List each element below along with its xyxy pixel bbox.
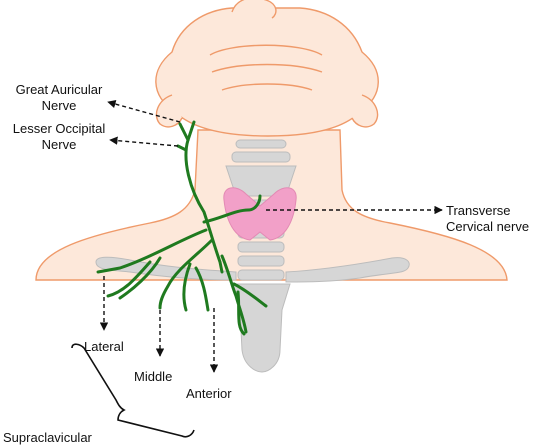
label-great-auricular-nerve: Great Auricular Nerve <box>15 82 103 113</box>
face-contours <box>209 44 323 91</box>
clavicles-sternum <box>95 256 410 373</box>
label-transverse-cervical-nerve: Transverse Cervical nerve <box>446 203 530 234</box>
head-outline <box>155 7 379 137</box>
label-middle: Middle <box>134 369 173 384</box>
left-ear <box>155 94 183 128</box>
label-lateral: Lateral <box>84 339 124 354</box>
thyroid-gland <box>223 187 297 241</box>
right-ear <box>351 94 379 128</box>
anterior-branches <box>220 254 268 336</box>
great-auricular-branch <box>178 122 190 142</box>
main-nerve-trunk <box>184 120 224 274</box>
label-arrows <box>99 99 443 373</box>
arrow-lesser-occipital <box>109 136 179 147</box>
label-anterior: Anterior <box>186 386 232 401</box>
middle-branches <box>158 238 214 312</box>
arrow-great-auricular <box>107 99 181 123</box>
supraclavicular-bracket <box>71 343 195 438</box>
label-supraclavicular: Supraclavicular <box>3 430 92 445</box>
nose <box>231 0 277 19</box>
label-lesser-occipital-nerve: Lesser Occipital Nerve <box>12 121 106 152</box>
sternum <box>231 283 291 373</box>
cervical-plexus-nerves <box>96 120 268 336</box>
lateral-branches <box>96 228 208 300</box>
right-clavicle <box>285 257 410 283</box>
lesser-occipital-branch <box>176 144 188 152</box>
transverse-cervical-branch <box>202 194 262 224</box>
